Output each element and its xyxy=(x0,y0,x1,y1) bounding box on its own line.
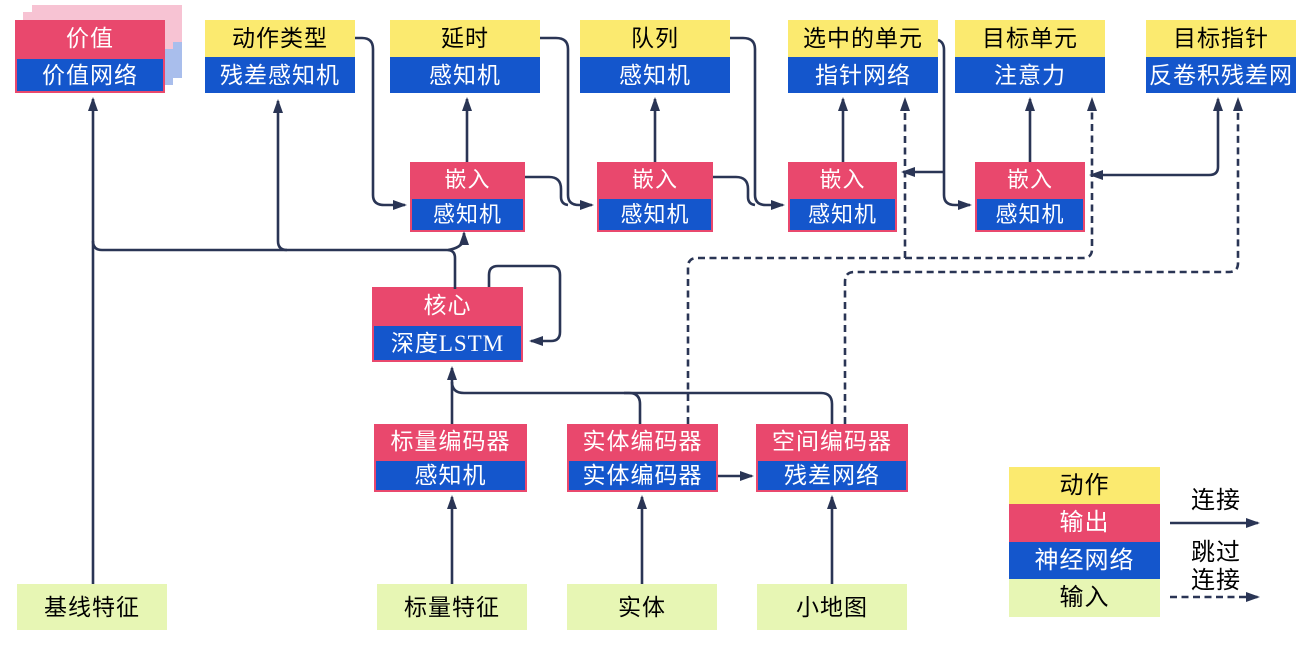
scalar-encoder-network-label: 感知机 xyxy=(374,459,527,492)
legend-connection-label: 连接 xyxy=(1191,488,1241,514)
node-entities: 实体 xyxy=(567,584,717,630)
edge-core-to-embed-1 xyxy=(447,231,469,252)
queue-network-label: 感知机 xyxy=(580,57,730,93)
edge-spatial-encoder-merge xyxy=(450,381,834,424)
scalar-encoder-output-label: 标量编码器 xyxy=(374,424,527,459)
legend-skip-label-line1: 跳过 xyxy=(1191,540,1241,566)
node-action-type: 动作类型 残差感知机 xyxy=(205,20,355,93)
embed-1-output-label: 嵌入 xyxy=(410,162,525,197)
node-scalar-encoder: 标量编码器 感知机 xyxy=(374,424,527,492)
legend-network-label: 神经网络 xyxy=(1009,542,1160,579)
node-delay: 延时 感知机 xyxy=(390,20,540,93)
legend-input-label: 输入 xyxy=(1009,579,1160,617)
edge-embed1-to-embed2-link xyxy=(525,175,569,207)
skip-spatial-to-target-pointer xyxy=(843,97,1243,424)
node-embed-4: 嵌入 感知机 xyxy=(975,162,1085,232)
target-pointer-network-label: 反卷积残差网 xyxy=(1146,57,1296,93)
node-baseline-features: 基线特征 xyxy=(17,584,167,630)
entity-encoder-output-label: 实体编码器 xyxy=(567,424,718,459)
embed-4-output-label: 嵌入 xyxy=(975,162,1085,197)
node-selected-units: 选中的单元 指针网络 xyxy=(788,20,938,93)
node-embed-2: 嵌入 感知机 xyxy=(597,162,713,232)
legend-swatches: 动作 输出 神经网络 输入 xyxy=(1009,467,1160,617)
node-spatial-encoder: 空间编码器 残差网络 xyxy=(756,424,908,492)
node-minimap: 小地图 xyxy=(757,584,907,630)
embed-3-network-label: 感知机 xyxy=(788,197,897,232)
edge-embed2-to-embed3-link xyxy=(713,175,756,207)
spatial-encoder-network-label: 残差网络 xyxy=(756,459,908,492)
target-unit-action-label: 目标单元 xyxy=(955,20,1105,57)
core-network-label: 深度LSTM xyxy=(372,324,523,362)
delay-network-label: 感知机 xyxy=(390,57,540,93)
node-value: 价值 价值网络 xyxy=(15,20,165,93)
node-scalar-features: 标量特征 xyxy=(377,584,527,630)
legend-action-label: 动作 xyxy=(1009,467,1160,504)
embed-3-output-label: 嵌入 xyxy=(788,162,897,197)
embed-4-network-label: 感知机 xyxy=(975,197,1085,232)
embed-1-network-label: 感知机 xyxy=(410,197,525,232)
embed-2-output-label: 嵌入 xyxy=(597,162,713,197)
minimap-label: 小地图 xyxy=(757,584,907,630)
action-type-action-label: 动作类型 xyxy=(205,20,355,57)
target-pointer-action-label: 目标指针 xyxy=(1146,20,1296,57)
selected-units-action-label: 选中的单元 xyxy=(788,20,938,57)
entity-encoder-network-label: 实体编码器 xyxy=(567,459,718,492)
edge-entity-encoder-merge xyxy=(624,391,642,424)
embed-2-network-label: 感知机 xyxy=(597,197,713,232)
node-embed-3: 嵌入 感知机 xyxy=(788,162,897,232)
baseline-features-label: 基线特征 xyxy=(17,584,167,630)
legend-skip-label-line2: 连接 xyxy=(1191,568,1241,594)
delay-action-label: 延时 xyxy=(390,20,540,57)
entities-label: 实体 xyxy=(567,584,717,630)
value-output-label: 价值 xyxy=(15,20,165,57)
node-target-pointer: 目标指针 反卷积残差网 xyxy=(1146,20,1296,93)
edge-queue-to-embed3 xyxy=(730,36,785,210)
value-network-label: 价值网络 xyxy=(15,57,165,93)
core-output-label: 核心 xyxy=(372,287,523,324)
action-type-network-label: 残差感知机 xyxy=(205,57,355,93)
node-target-unit: 目标单元 注意力 xyxy=(955,20,1105,93)
edge-core-to-action-type xyxy=(273,99,288,252)
node-queue: 队列 感知机 xyxy=(580,20,730,93)
node-core: 核心 深度LSTM xyxy=(372,287,523,362)
edge-embed4-target-pointer xyxy=(1089,97,1223,180)
node-embed-1: 嵌入 感知机 xyxy=(410,162,525,232)
queue-action-label: 队列 xyxy=(580,20,730,57)
legend-output-label: 输出 xyxy=(1009,504,1160,542)
skip-connections xyxy=(686,97,1260,602)
node-entity-encoder: 实体编码器 实体编码器 xyxy=(567,424,718,492)
skip-entity-to-target-unit xyxy=(686,97,1097,424)
edge-core-output-fan xyxy=(91,240,457,289)
spatial-encoder-output-label: 空间编码器 xyxy=(756,424,908,459)
selected-units-network-label: 指针网络 xyxy=(788,57,938,93)
target-unit-network-label: 注意力 xyxy=(955,57,1105,93)
scalar-features-label: 标量特征 xyxy=(377,584,527,630)
